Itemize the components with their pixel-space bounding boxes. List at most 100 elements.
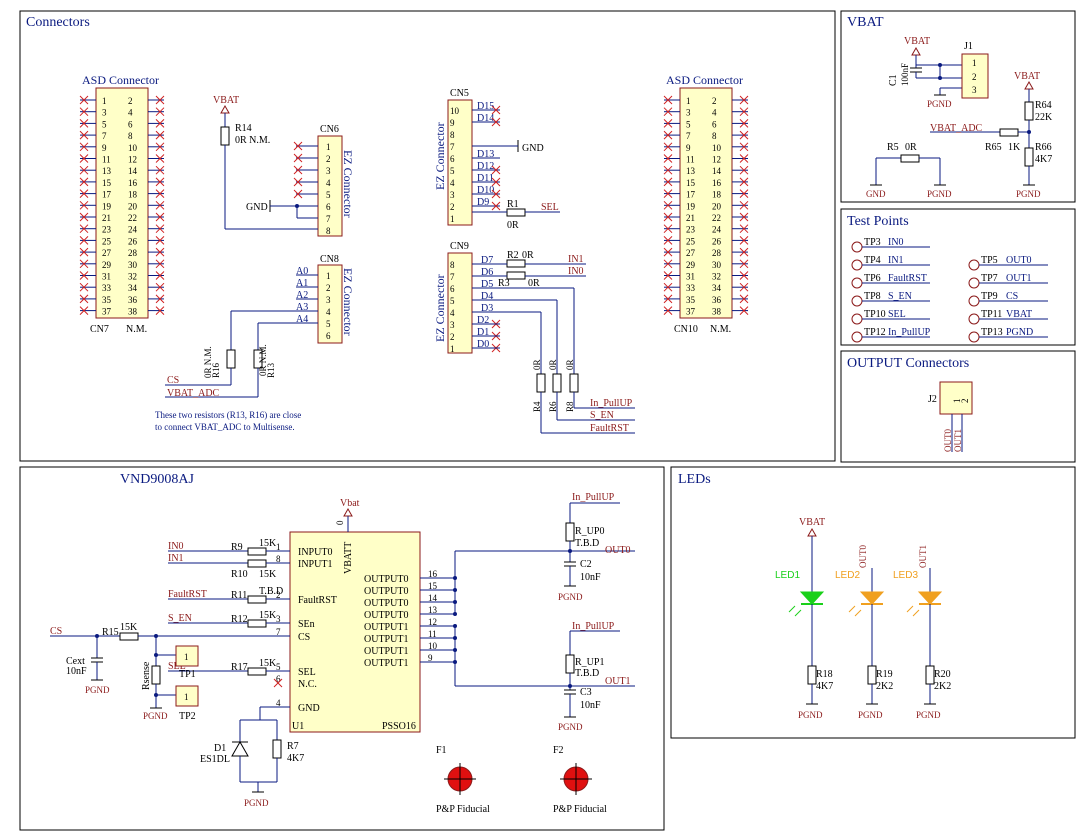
r3-resistor bbox=[506, 271, 526, 280]
cn8-pin: 5 bbox=[326, 319, 331, 329]
r-up1-value: T.B.D bbox=[575, 668, 599, 679]
r6-resistor bbox=[552, 373, 562, 393]
u1-input-label: SEL bbox=[298, 667, 316, 678]
tp-ref: TP7 bbox=[981, 273, 998, 284]
cn7-pin: 19 bbox=[102, 201, 112, 211]
in-pullup-net-label: In_PullUP bbox=[590, 398, 633, 409]
cn10-nc-left-icon bbox=[663, 200, 673, 210]
u1-input-label: GND bbox=[298, 703, 320, 714]
j2-pin-2: 2 bbox=[960, 399, 970, 404]
cn7-nc-right-icon bbox=[155, 212, 165, 222]
connectors-title: Connectors bbox=[26, 15, 90, 30]
f1-ref: F1 bbox=[436, 745, 447, 756]
r2-resistor bbox=[506, 259, 526, 268]
cn10-nc-left-icon bbox=[663, 212, 673, 222]
led-resistor bbox=[807, 665, 817, 685]
cn7-pin: 4 bbox=[128, 108, 133, 118]
cn7-pin: 3 bbox=[102, 108, 107, 118]
c3-pgnd-label: PGND bbox=[558, 722, 583, 732]
cn10-nc-left-icon bbox=[663, 142, 673, 152]
u1-output-pin: 10 bbox=[428, 641, 438, 651]
r16-resistor bbox=[226, 349, 236, 369]
r15-value: 15K bbox=[120, 622, 138, 633]
cn9-pin: 5 bbox=[450, 296, 455, 306]
cn8-pin: 2 bbox=[326, 283, 331, 293]
cn6-pin: 1 bbox=[326, 142, 331, 152]
cn5-nc-icon bbox=[491, 165, 501, 175]
cn7-pin: 20 bbox=[128, 201, 138, 211]
cn10-nc-left-icon bbox=[663, 95, 673, 105]
r7-ref: R7 bbox=[287, 741, 299, 752]
cn5-pin: 9 bbox=[450, 118, 455, 128]
cn7-pin: 5 bbox=[102, 119, 107, 129]
leds-block: VBAT OUT0 OUT1 LED1R184K7PGNDLED2R192K2P… bbox=[775, 517, 951, 720]
led-res-value: 2K2 bbox=[934, 681, 951, 692]
cn9-pin: 8 bbox=[450, 260, 455, 270]
cn7-nc-right-icon bbox=[155, 142, 165, 152]
cn7-nc-right-icon bbox=[155, 200, 165, 210]
cn7-ref: CN7 bbox=[90, 324, 109, 335]
c3-ref: C3 bbox=[580, 687, 592, 698]
cn5-net-label: D12 bbox=[477, 161, 494, 172]
u1-input-label: INPUT0 bbox=[298, 547, 332, 558]
cn6-body bbox=[317, 135, 343, 237]
output-connector-j2: J2 1 2 OUT0 OUT1 bbox=[928, 381, 973, 452]
cn9-net-label: D7 bbox=[481, 255, 493, 266]
cn5-pin: 6 bbox=[450, 154, 455, 164]
cn10-nc-right-icon bbox=[739, 224, 749, 234]
in0-net-label: IN0 bbox=[568, 266, 584, 277]
cn10-nc-right-icon bbox=[739, 189, 749, 198]
cn5-ref: CN5 bbox=[450, 88, 469, 99]
r15-ref: R15 bbox=[102, 627, 119, 638]
cn7-pin: 21 bbox=[102, 213, 111, 223]
leds-title: LEDs bbox=[678, 472, 711, 487]
cn7-pin: 2 bbox=[128, 96, 133, 106]
cn10-pin: 28 bbox=[712, 248, 722, 258]
cn8-pin: 4 bbox=[326, 307, 331, 317]
cn9-net-label: D0 bbox=[477, 339, 489, 350]
cn7-nc-left-icon bbox=[79, 200, 89, 210]
cn10-pin: 35 bbox=[686, 295, 696, 305]
tp-net: S_EN bbox=[888, 291, 912, 302]
cn5-net-label: D11 bbox=[477, 173, 494, 184]
led-res-ref: R20 bbox=[934, 669, 951, 680]
cn10-pin: 34 bbox=[712, 283, 722, 293]
tp2-ref: TP2 bbox=[179, 711, 196, 722]
cn7-pin: 36 bbox=[128, 295, 138, 305]
cn7-pin: 22 bbox=[128, 213, 137, 223]
vbat-block-vbat-label-2: VBAT bbox=[1014, 71, 1040, 82]
cn9-net-label: D3 bbox=[481, 303, 493, 314]
cn10-nc-right-icon bbox=[739, 282, 749, 292]
tp-net: FaultRST bbox=[888, 273, 927, 284]
cn10-pin: 38 bbox=[712, 307, 722, 317]
cn9-net-label: D6 bbox=[481, 267, 493, 278]
r8-resistor bbox=[569, 373, 579, 393]
cn10-pin: 27 bbox=[686, 248, 696, 258]
u1-ref: U1 bbox=[292, 721, 304, 732]
r65-value: 1K bbox=[1008, 142, 1021, 153]
cn6-pin: 2 bbox=[326, 154, 331, 164]
r-up0-value: T.B.D bbox=[575, 538, 599, 549]
r8-value: 0R bbox=[565, 359, 575, 370]
led-res-ref: R18 bbox=[816, 669, 833, 680]
out0-label: OUT0 bbox=[605, 545, 631, 556]
cn5-nc-icon bbox=[491, 105, 501, 115]
f2-label: P&P Fiducial bbox=[553, 804, 607, 815]
in1-net-label: IN1 bbox=[568, 254, 584, 265]
cn7-nc-left-icon bbox=[79, 189, 89, 198]
cn10-pin: 11 bbox=[686, 155, 695, 165]
cn5-pin: 4 bbox=[450, 178, 455, 188]
cn5-gnd-label: GND bbox=[522, 143, 544, 154]
r5-pgnd-label: PGND bbox=[927, 189, 952, 199]
tp-ref: TP9 bbox=[981, 291, 998, 302]
u1-output-label: OUTPUT0 bbox=[364, 610, 408, 621]
u1-input-net: FaultRST bbox=[168, 589, 207, 600]
cn9-pin: 6 bbox=[450, 284, 455, 294]
cn10-pin: 37 bbox=[686, 307, 696, 317]
cn8-net-label: A2 bbox=[296, 290, 308, 301]
cn7-nc-left-icon bbox=[79, 165, 89, 175]
cn7-pin: 9 bbox=[102, 143, 107, 153]
cs-net-label: CS bbox=[167, 375, 179, 386]
